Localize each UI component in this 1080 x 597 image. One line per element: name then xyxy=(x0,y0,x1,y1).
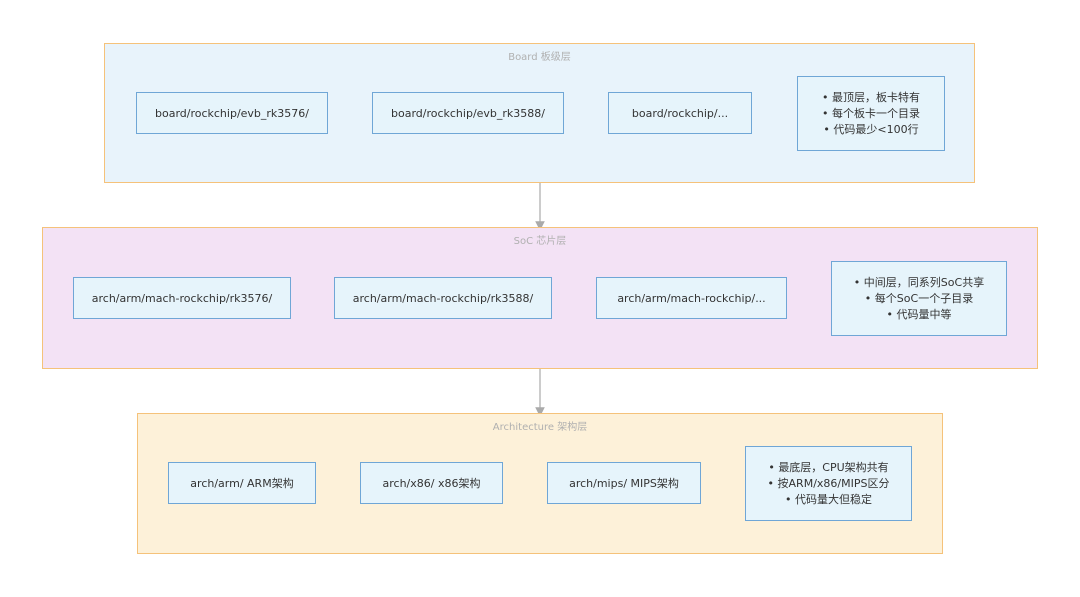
node-arch-x86[interactable]: arch/x86/ x86架构 xyxy=(360,462,503,504)
note-board-line-1: 最顶层，板卡特有 xyxy=(822,90,920,106)
soc-layer-title: SoC 芯片层 xyxy=(513,236,567,247)
note-arch-line-2: 按ARM/x86/MIPS区分 xyxy=(768,476,890,492)
note-soc-line-3: 代码量中等 xyxy=(887,307,952,323)
node-arch-mips[interactable]: arch/mips/ MIPS架构 xyxy=(547,462,701,504)
note-board: 最顶层，板卡特有 每个板卡一个目录 代码最少<100行 xyxy=(797,76,945,151)
node-arch-arm[interactable]: arch/arm/ ARM架构 xyxy=(168,462,316,504)
arch-layer-title: Architecture 架构层 xyxy=(492,422,588,433)
node-soc-rk3576[interactable]: arch/arm/mach-rockchip/rk3576/ xyxy=(73,277,291,319)
note-board-line-2: 每个板卡一个目录 xyxy=(822,106,920,122)
node-soc-more[interactable]: arch/arm/mach-rockchip/... xyxy=(596,277,787,319)
note-arch: 最底层，CPU架构共有 按ARM/x86/MIPS区分 代码量大但稳定 xyxy=(745,446,912,521)
note-soc: 中间层，同系列SoC共享 每个SoC一个子目录 代码量中等 xyxy=(831,261,1007,336)
note-arch-line-3: 代码量大但稳定 xyxy=(785,492,872,508)
node-board-evb-rk3588[interactable]: board/rockchip/evb_rk3588/ xyxy=(372,92,564,134)
node-soc-rk3588[interactable]: arch/arm/mach-rockchip/rk3588/ xyxy=(334,277,552,319)
node-board-more[interactable]: board/rockchip/... xyxy=(608,92,752,134)
note-arch-line-1: 最底层，CPU架构共有 xyxy=(768,460,888,476)
note-soc-line-1: 中间层，同系列SoC共享 xyxy=(854,275,984,291)
note-soc-line-2: 每个SoC一个子目录 xyxy=(865,291,973,307)
note-board-line-3: 代码最少<100行 xyxy=(823,122,918,138)
node-board-evb-rk3576[interactable]: board/rockchip/evb_rk3576/ xyxy=(136,92,328,134)
board-layer-title: Board 板级层 xyxy=(508,52,571,63)
